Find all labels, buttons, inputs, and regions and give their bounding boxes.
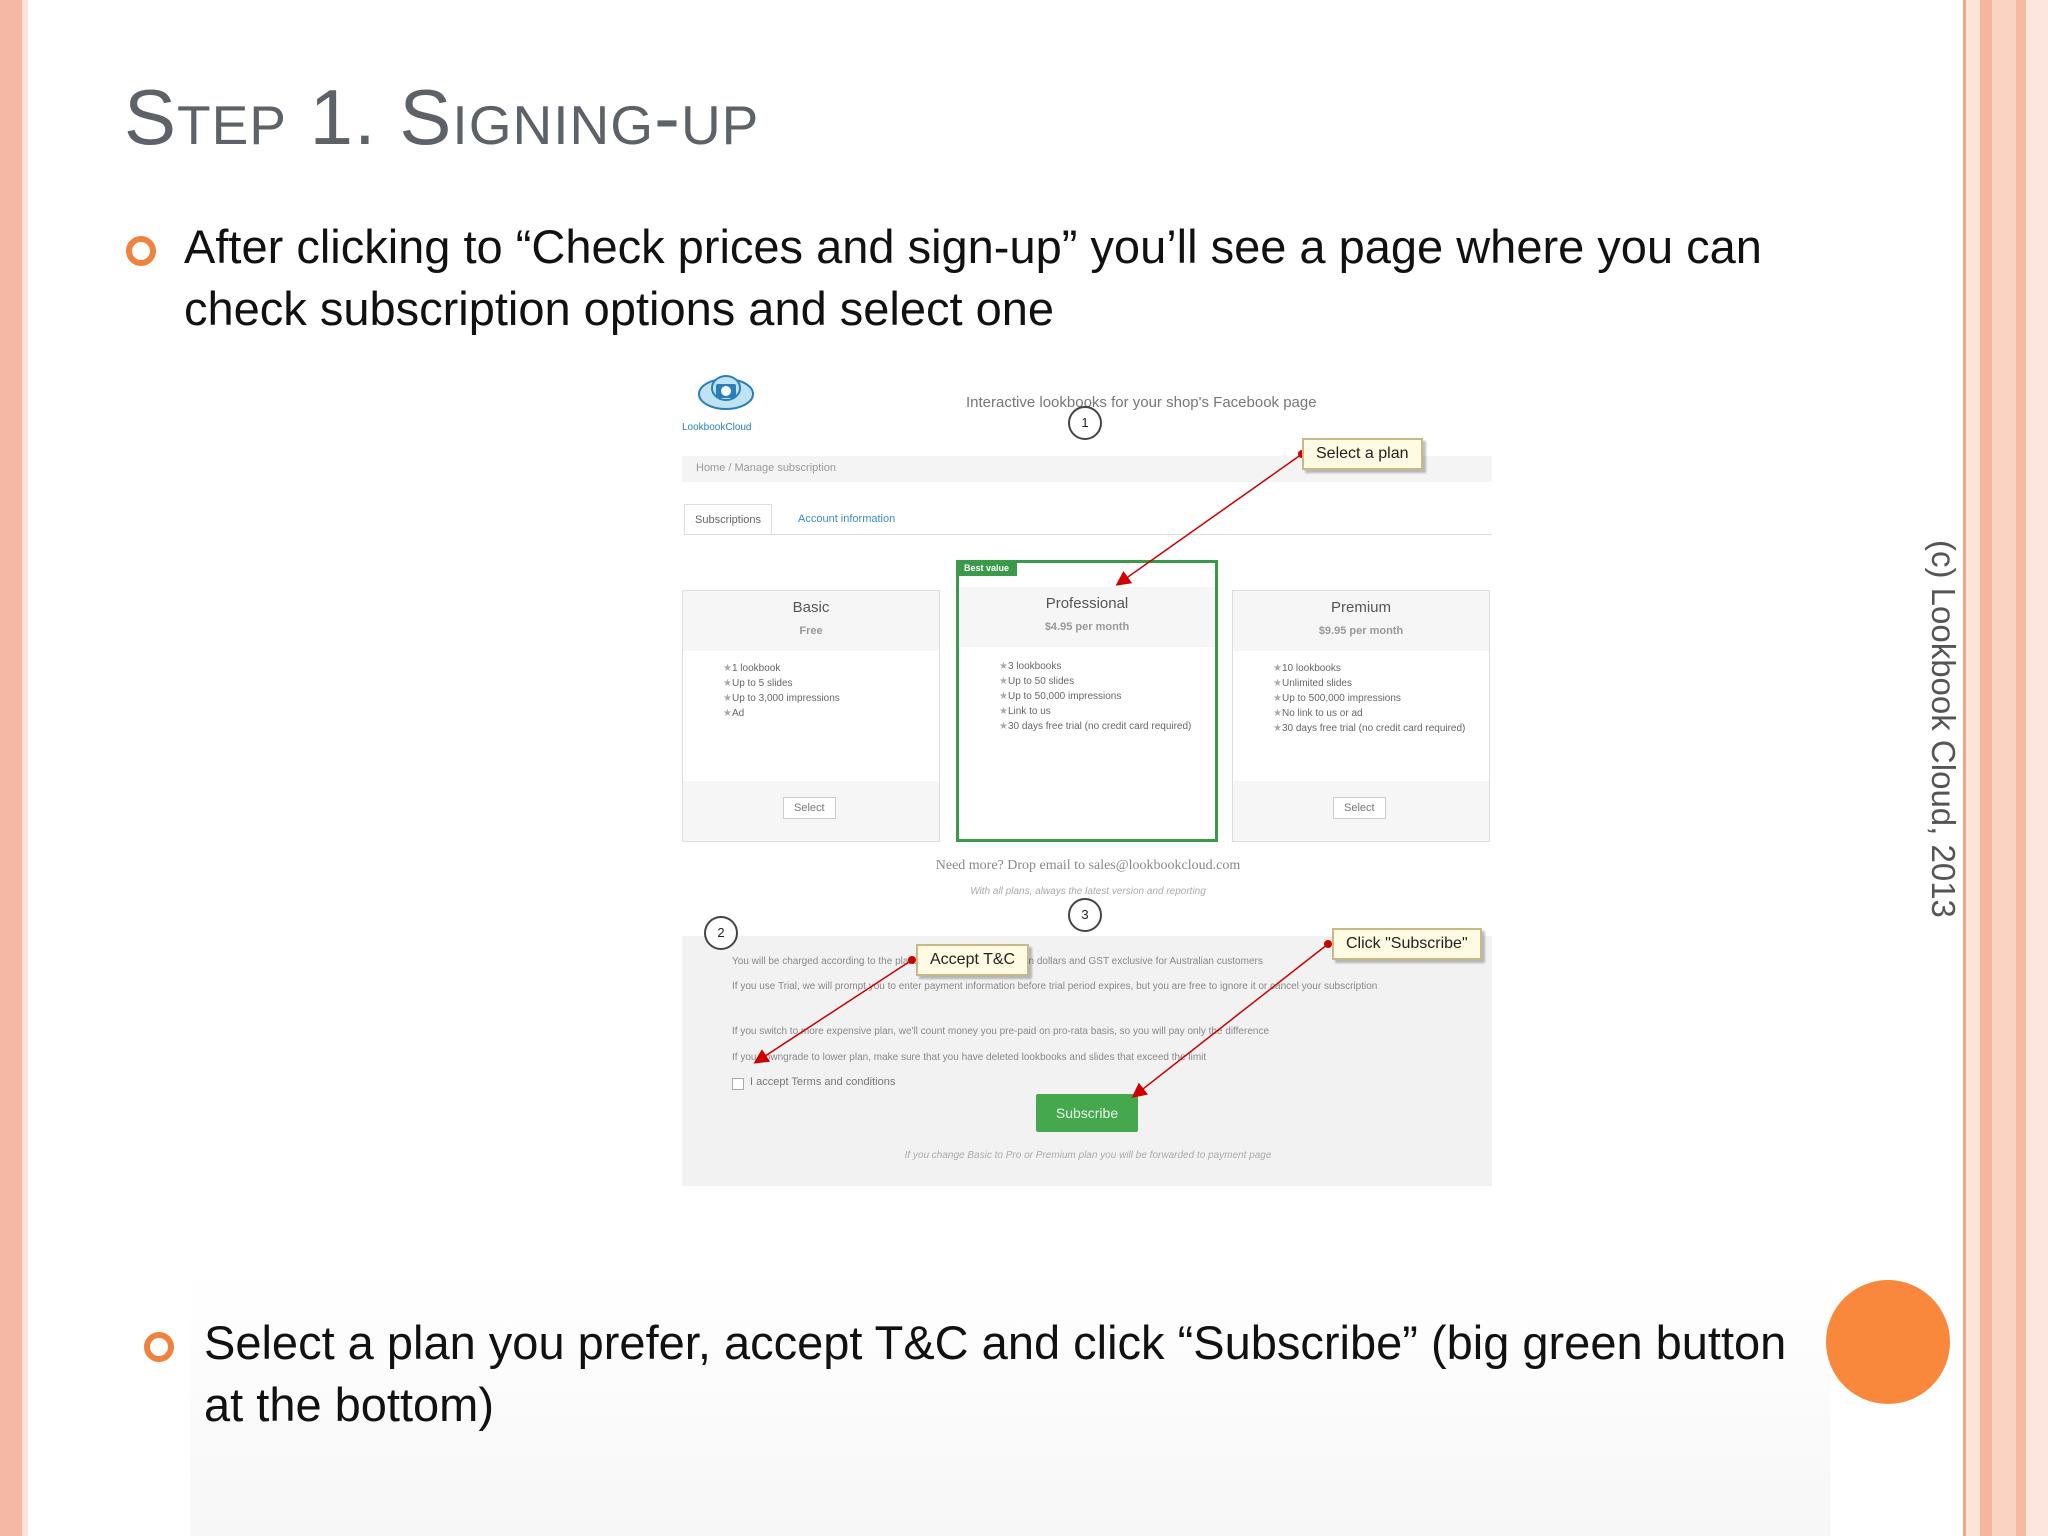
select-basic-button[interactable]: Select xyxy=(783,797,836,819)
copyright-credit: (c) Lookbook Cloud, 2013 xyxy=(1925,540,1962,918)
plan-feature: Link to us xyxy=(999,706,1199,717)
callout-click-subscribe: Click "Subscribe" xyxy=(1332,928,1482,960)
lookbook-cloud-logo xyxy=(698,375,754,410)
plan-name: Premium xyxy=(1330,599,1391,616)
plan-card-premium: Premium $9.95 per month 10 lookbooks Unl… xyxy=(1232,590,1490,842)
subscribe-button[interactable]: Subscribe xyxy=(1036,1094,1138,1132)
plan-card-basic: Basic Free 1 lookbook Up to 5 slides Up … xyxy=(682,590,940,842)
plan-header: Basic Free xyxy=(683,591,939,651)
slide-bottom-shade xyxy=(190,1270,1830,1536)
plan-feature: 10 lookbooks xyxy=(1273,663,1473,674)
plan-name: Basic xyxy=(792,599,830,616)
callout-accept-tc: Accept T&C xyxy=(916,944,1030,976)
plan-feature: No link to us or ad xyxy=(1273,708,1473,719)
plan-price: $9.95 per month xyxy=(1318,625,1404,637)
plan-feature: Up to 5 slides xyxy=(723,678,923,689)
plan-name: Professional xyxy=(1045,595,1129,612)
tagline: Interactive lookbooks for your shop's Fa… xyxy=(966,394,1317,411)
logo-text: LookbookCloud xyxy=(682,422,752,433)
decorative-orange-circle xyxy=(1826,1280,1950,1404)
slide-frame-left-inner xyxy=(22,0,28,1536)
tab-account-information[interactable]: Account information xyxy=(798,513,896,525)
plan-features: 3 lookbooks Up to 50 slides Up to 50,000… xyxy=(999,661,1199,736)
need-more-text: Need more? Drop email to sales@lookbookc… xyxy=(935,858,1241,873)
accept-terms-checkbox[interactable] xyxy=(732,1078,744,1090)
tab-subscriptions[interactable]: Subscriptions xyxy=(684,504,773,535)
select-premium-button[interactable]: Select xyxy=(1333,797,1386,819)
plan-header: Professional $4.95 per month xyxy=(959,587,1215,647)
plan-features: 1 lookbook Up to 5 slides Up to 3,000 im… xyxy=(723,663,923,723)
plan-feature: Ad xyxy=(723,708,923,719)
plan-card-professional[interactable]: Professional $4.95 per month Best value … xyxy=(956,560,1218,842)
plan-feature: 30 days free trial (no credit card requi… xyxy=(1273,723,1473,734)
bullet-marker-1 xyxy=(126,236,156,266)
terms-line: If you downgrade to lower plan, make sur… xyxy=(732,1052,1207,1063)
plan-price: Free xyxy=(799,625,823,637)
plan-feature: 3 lookbooks xyxy=(999,661,1199,672)
footer-note: If you change Basic to Pro or Premium pl… xyxy=(904,1150,1272,1161)
plan-price: $4.95 per month xyxy=(1044,621,1130,633)
plan-feature: Up to 3,000 impressions xyxy=(723,693,923,704)
step-number-1: 1 xyxy=(1068,406,1102,440)
slide-frame-right xyxy=(1966,0,2048,1536)
plan-header: Premium $9.95 per month xyxy=(1233,591,1489,651)
plan-feature: Up to 50,000 impressions xyxy=(999,691,1199,702)
best-value-badge: Best value xyxy=(956,560,1018,576)
step-number-2: 2 xyxy=(704,916,738,950)
slide-frame-right-line xyxy=(1963,0,1966,1536)
plan-feature: 30 days free trial (no credit card requi… xyxy=(999,721,1199,732)
slide-title: Step 1. Signing-up xyxy=(124,73,760,161)
accept-terms-label[interactable]: I accept Terms and conditions xyxy=(750,1076,896,1088)
need-more-subtext: With all plans, always the latest versio… xyxy=(970,886,1206,897)
plan-feature: Up to 50 slides xyxy=(999,676,1199,687)
embedded-screenshot: LookbookCloud Interactive lookbooks for … xyxy=(680,370,1496,1190)
bullet-marker-2 xyxy=(144,1332,174,1362)
plan-feature: Unlimited slides xyxy=(1273,678,1473,689)
terms-line: If you use Trial, we will prompt you to … xyxy=(732,981,1378,992)
terms-line: If you switch to more expensive plan, we… xyxy=(732,1026,1270,1037)
bullet-text-2: Select a plan you prefer, accept T&C and… xyxy=(204,1316,1787,1431)
tab-divider xyxy=(684,534,1492,535)
breadcrumb[interactable]: Home / Manage subscription xyxy=(696,462,837,474)
slide-frame-left xyxy=(0,0,22,1536)
plan-footer: Select xyxy=(1233,781,1489,841)
plan-features: 10 lookbooks Unlimited slides Up to 500,… xyxy=(1273,663,1473,738)
plan-footer: Select xyxy=(683,781,939,841)
plan-feature: 1 lookbook xyxy=(723,663,923,674)
callout-select-plan: Select a plan xyxy=(1302,438,1423,470)
bullet-text-1: After clicking to “Check prices and sign… xyxy=(184,220,1762,335)
step-number-3: 3 xyxy=(1068,898,1102,932)
plan-feature: Up to 500,000 impressions xyxy=(1273,693,1473,704)
